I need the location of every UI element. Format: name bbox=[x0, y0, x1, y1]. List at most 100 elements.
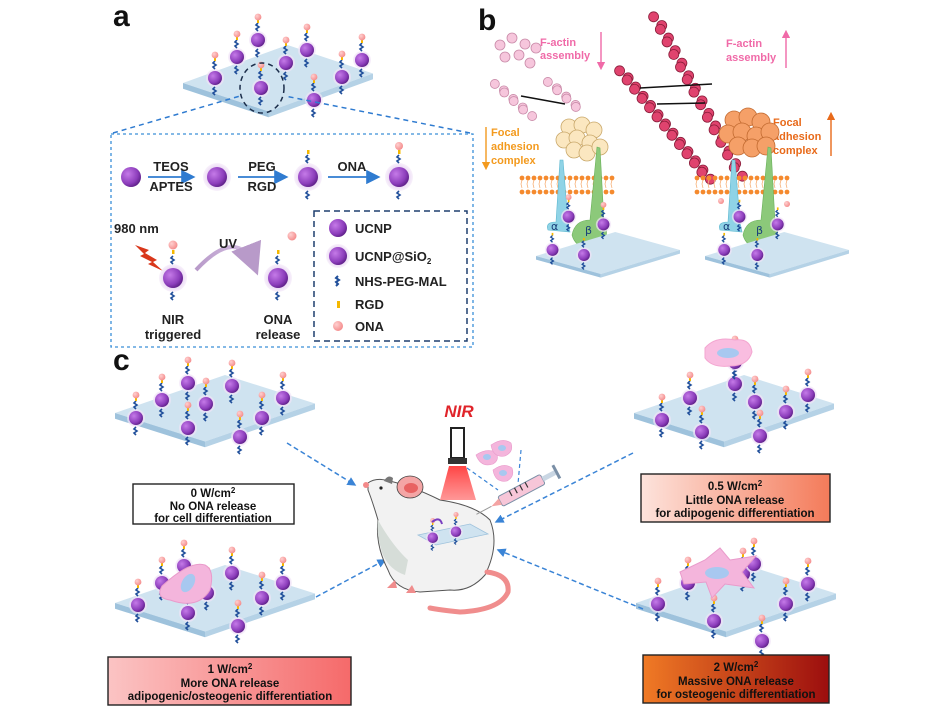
step2-bottom-label: RGD bbox=[248, 179, 277, 194]
lipid-head bbox=[543, 175, 549, 181]
lipid-head bbox=[706, 189, 712, 195]
actin-monomer bbox=[508, 96, 519, 106]
lipid-tail bbox=[532, 179, 535, 189]
actin-monomer bbox=[666, 129, 678, 141]
lipid-tail bbox=[586, 179, 589, 189]
lipid-head bbox=[712, 175, 718, 181]
lipid-tail bbox=[538, 179, 541, 189]
lipid-head bbox=[525, 175, 531, 181]
arrow-0w-to-mouse bbox=[286, 442, 357, 486]
right-focal-label-1: Focal bbox=[773, 117, 802, 129]
right-factin-label-2: assembly bbox=[726, 52, 777, 64]
lipid-head bbox=[567, 189, 573, 195]
lipid-tail bbox=[719, 179, 722, 189]
actin-monomer bbox=[644, 102, 655, 114]
actin-monomer bbox=[681, 148, 693, 160]
actin-monomer bbox=[674, 139, 685, 150]
lipid-tail bbox=[604, 179, 607, 189]
nanoparticle bbox=[652, 392, 672, 438]
ucnp-ona-icon bbox=[385, 142, 413, 200]
actin-monomer bbox=[570, 102, 581, 112]
crosslink bbox=[656, 102, 706, 105]
panel-b-right-integrins: α β bbox=[719, 146, 778, 248]
cond-3-power: 2 W/cm2 bbox=[714, 660, 759, 674]
lipid-head bbox=[778, 175, 784, 181]
condition-box-05w: 0.5 W/cm2 Little ONA release for adipoge… bbox=[640, 473, 831, 523]
actin-monomer bbox=[629, 83, 640, 95]
actin-monomer bbox=[621, 74, 633, 86]
legend-peg-icon bbox=[334, 275, 341, 287]
ucnp-peg-rgd-icon bbox=[294, 150, 322, 200]
arrow-1w-to-mouse bbox=[315, 559, 387, 598]
cell-nucleus-05w bbox=[717, 348, 739, 358]
lipid-head bbox=[531, 175, 537, 181]
lipid-head bbox=[579, 175, 585, 181]
actin-monomer bbox=[688, 86, 700, 98]
panel-letter-a: a bbox=[113, 0, 130, 33]
uv-arrow bbox=[194, 239, 262, 276]
lipid-head bbox=[603, 175, 609, 181]
lipid-tail bbox=[761, 179, 764, 189]
panel-a-legend: UCNP UCNP@SiO2 NHS-PEG-MAL RGD ONA bbox=[313, 210, 468, 342]
panel-b-right-labels: F-actin assembly Focal adhesion complex bbox=[726, 29, 836, 157]
cond-1-power: 0.5 W/cm2 bbox=[708, 479, 763, 493]
syringe-icon bbox=[476, 464, 562, 515]
lipid-tail bbox=[610, 179, 613, 189]
legend-ucnp-label: UCNP bbox=[355, 221, 392, 236]
lipid-tail bbox=[725, 179, 728, 189]
release-caption-1: ONA bbox=[264, 312, 294, 327]
lipid-head bbox=[537, 175, 543, 181]
lipid-tail bbox=[544, 179, 547, 189]
actin-monomer bbox=[648, 11, 659, 23]
step1-bottom-label: APTES bbox=[149, 179, 193, 194]
panel-b-left-focal-complex bbox=[555, 116, 609, 162]
lipid-tail bbox=[701, 179, 704, 189]
right-factin-label-1: F-actin bbox=[726, 38, 762, 50]
mouse-nose bbox=[363, 482, 369, 488]
left-factin-label-2: assembly bbox=[540, 50, 591, 62]
panel-a-detail-frame bbox=[110, 133, 474, 348]
zoom-circle bbox=[239, 62, 285, 114]
actin-monomer bbox=[527, 111, 538, 121]
lipid-tail bbox=[574, 179, 577, 189]
lipid-head bbox=[537, 189, 543, 195]
arrow-05w-to-mouse bbox=[494, 452, 634, 523]
synthesis-scheme: TEOS APTES PEG RGD ONA bbox=[121, 142, 413, 200]
zoom-line-left bbox=[112, 95, 241, 134]
zoom-line-right bbox=[284, 95, 471, 134]
lipid-tail bbox=[520, 179, 523, 189]
actin-monomer bbox=[659, 120, 670, 132]
lipid-tail bbox=[737, 179, 740, 189]
actin-monomer bbox=[530, 42, 542, 54]
actin-monomer bbox=[614, 65, 625, 77]
lipid-head bbox=[609, 175, 615, 181]
left-factin-label-1: F-actin bbox=[540, 37, 576, 49]
cond-3-line2: Massive ONA release bbox=[678, 676, 794, 688]
legend-peg-label: NHS-PEG-MAL bbox=[355, 274, 447, 289]
condition-box-2w: 2 W/cm2 Massive ONA release for osteogen… bbox=[642, 654, 830, 704]
right-focal-label-2: adhesion bbox=[773, 131, 822, 143]
triggered-particle bbox=[159, 240, 187, 301]
lipid-head bbox=[700, 175, 706, 181]
lipid-head bbox=[519, 189, 525, 195]
left-focal-label-1: Focal bbox=[491, 127, 520, 139]
lipid-head bbox=[748, 175, 754, 181]
nir-beam bbox=[440, 466, 476, 500]
uv-label: UV bbox=[219, 236, 237, 251]
actin-monomer bbox=[668, 49, 680, 60]
actin-monomer bbox=[499, 87, 510, 98]
actin-monomer bbox=[542, 77, 553, 87]
cond-2-line2: More ONA release bbox=[181, 678, 280, 690]
lipid-head bbox=[748, 189, 754, 195]
crosslink bbox=[639, 83, 713, 89]
lipid-head bbox=[700, 189, 706, 195]
lipid-head bbox=[519, 175, 525, 181]
panel-b-right-particles bbox=[715, 198, 790, 271]
lipid-head bbox=[778, 189, 784, 195]
actin-monomer bbox=[519, 38, 531, 50]
integrin-beta-left: β bbox=[585, 224, 592, 237]
integrin-beta-right: β bbox=[756, 224, 763, 237]
lipid-tail bbox=[556, 179, 559, 189]
cond-0-power: 0 W/cm2 bbox=[191, 486, 236, 500]
